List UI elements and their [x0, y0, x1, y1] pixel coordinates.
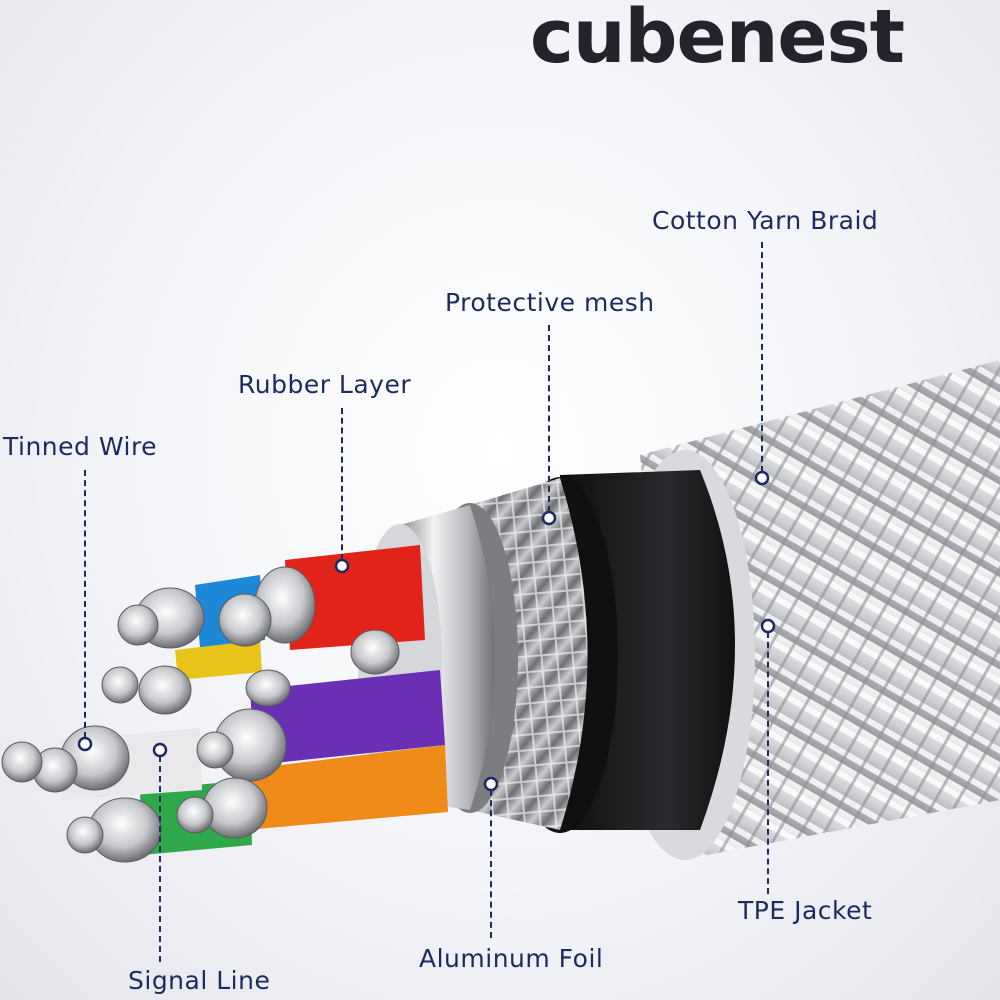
marker-tpe-jacket [760, 618, 776, 634]
leader-tpe-jacket [767, 632, 769, 894]
marker-rubber-layer [334, 558, 350, 574]
label-tinned-wire: Tinned Wire [3, 432, 158, 461]
label-cotton-yarn-braid: Cotton Yarn Braid [652, 206, 879, 235]
label-protective-mesh: Protective mesh [445, 288, 655, 317]
label-rubber-layer: Rubber Layer [238, 370, 412, 399]
label-tpe-jacket: TPE Jacket [738, 896, 873, 925]
leader-signal-line [159, 756, 161, 962]
brand-logo: cubenest [530, 0, 905, 80]
marker-protective-mesh [541, 510, 557, 526]
marker-cotton-yarn-braid [754, 470, 770, 486]
wire-yellow [175, 640, 262, 680]
wire-purple [250, 670, 445, 765]
marker-signal-line [152, 742, 168, 758]
leader-rubber-layer [341, 408, 343, 560]
leader-protective-mesh [548, 325, 550, 512]
wire-red [285, 545, 425, 650]
label-signal-line: Signal Line [128, 966, 271, 995]
marker-tinned-wire [77, 736, 93, 752]
wire-orange [240, 745, 448, 830]
leader-cotton-yarn-braid [761, 242, 763, 472]
marker-aluminum-foil [483, 776, 499, 792]
tinned-wire-bundles [1, 566, 400, 863]
label-aluminum-foil: Aluminum Foil [419, 944, 604, 973]
callout-markers [77, 470, 776, 792]
leader-aluminum-foil [490, 790, 492, 938]
leader-tinned-wire [84, 470, 86, 738]
